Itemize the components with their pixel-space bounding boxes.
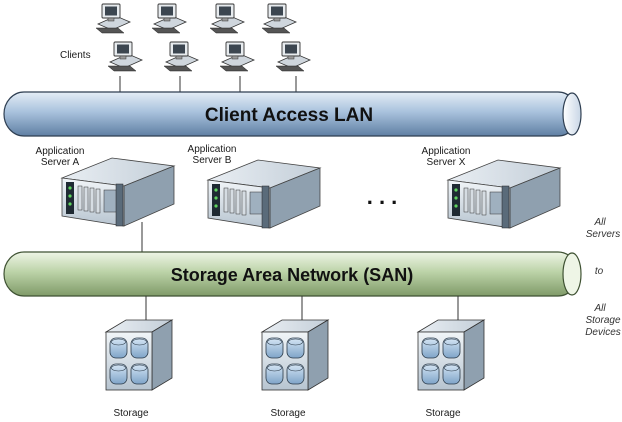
client-workstation-icon bbox=[275, 41, 311, 72]
side-note-line: All bbox=[593, 217, 606, 228]
client-workstation-icon bbox=[209, 3, 245, 34]
client-workstation-icon bbox=[95, 3, 131, 34]
side-note-line: Devices bbox=[585, 327, 621, 338]
storage-label: Storage bbox=[425, 408, 460, 419]
storage-device-icon bbox=[105, 319, 173, 391]
client-workstation-icon bbox=[107, 41, 143, 72]
san-label: Storage Area Network (SAN) bbox=[171, 265, 413, 285]
side-note-line: Servers bbox=[586, 229, 620, 240]
storage-label: Storage bbox=[270, 408, 305, 419]
server-a-label-line1: Application bbox=[36, 146, 85, 157]
application-server-a-icon bbox=[61, 157, 175, 227]
clients-group bbox=[95, 3, 311, 72]
client-connectors bbox=[119, 76, 297, 92]
storage-device-icon bbox=[261, 319, 329, 391]
storage-device-icon bbox=[417, 319, 485, 391]
client-workstation-icon bbox=[261, 3, 297, 34]
lan-label: Client Access LAN bbox=[205, 105, 373, 126]
server-a-label-line2: Server A bbox=[41, 157, 80, 168]
side-note: All Servers to All Storage Devices bbox=[585, 217, 621, 338]
more-servers-ellipsis: . . . bbox=[367, 184, 398, 209]
server-b-label-line1: Application bbox=[188, 144, 237, 155]
application-server-b-icon bbox=[207, 159, 321, 229]
client-workstation-icon bbox=[219, 41, 255, 72]
client-access-lan-pipe: Client Access LAN bbox=[3, 91, 582, 137]
server-x-label-line2: Server X bbox=[427, 157, 466, 168]
clients-label: Clients bbox=[60, 50, 91, 61]
san-pipe: Storage Area Network (SAN) bbox=[3, 251, 582, 297]
server-x-label-line1: Application bbox=[422, 146, 471, 157]
side-note-line: to bbox=[595, 266, 604, 277]
side-note-line: Storage bbox=[585, 315, 620, 326]
client-workstation-icon bbox=[163, 41, 199, 72]
application-server-x-icon bbox=[447, 159, 561, 229]
storage-label: Storage bbox=[113, 408, 148, 419]
client-workstation-icon bbox=[151, 3, 187, 34]
server-b-label-line2: Server B bbox=[193, 155, 232, 166]
storage-connectors bbox=[145, 296, 459, 320]
side-note-line: All bbox=[593, 303, 606, 314]
